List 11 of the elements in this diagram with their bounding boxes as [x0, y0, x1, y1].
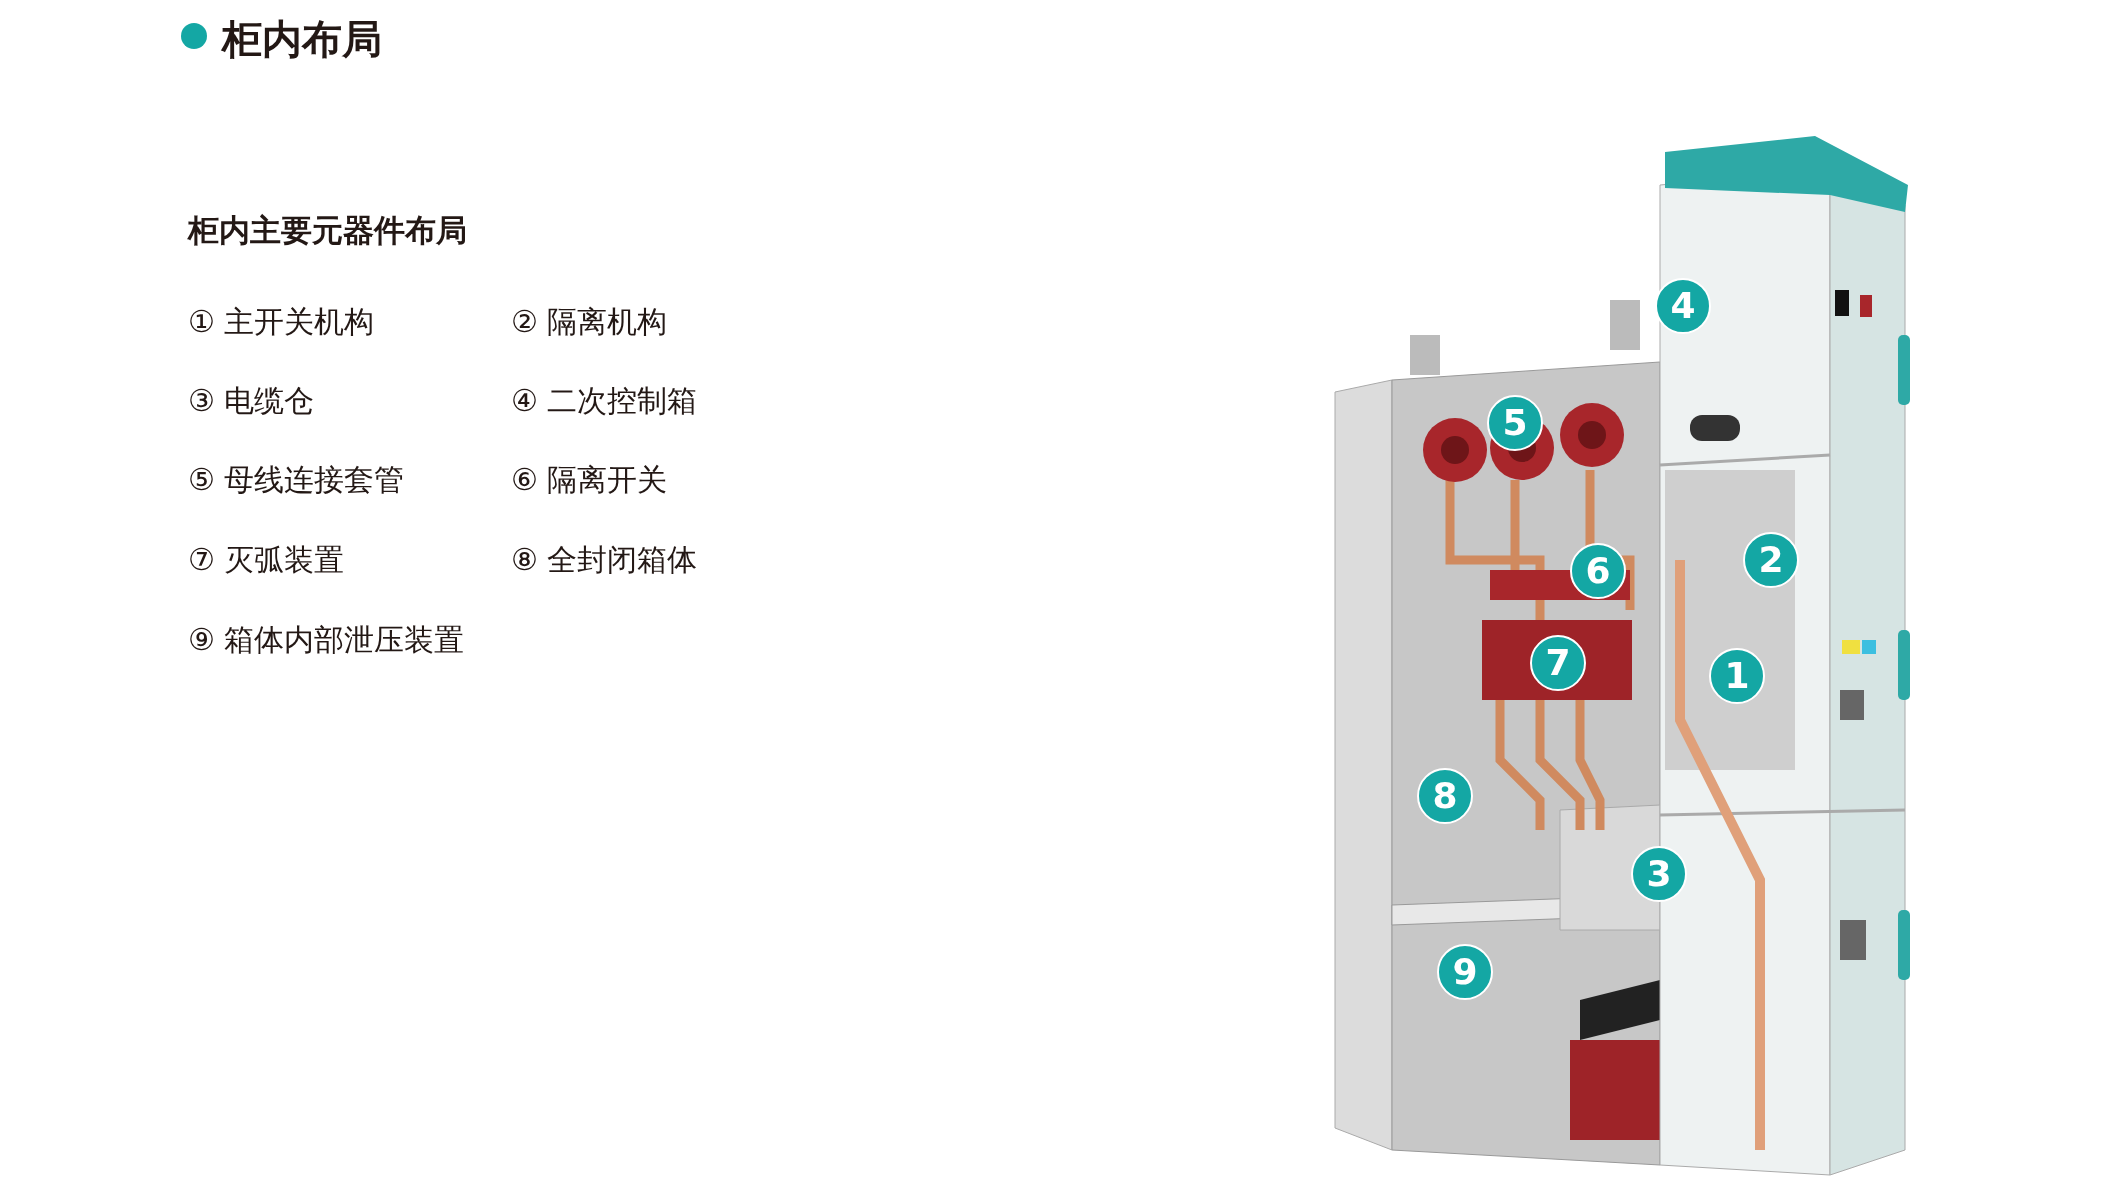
list-item: ⑨ 箱体内部泄压装置 [188, 621, 465, 659]
list-item: ④ 二次控制箱 [511, 382, 698, 420]
list-item: ② 隔离机构 [511, 303, 668, 341]
list-item: ⑥ 隔离开关 [511, 461, 668, 499]
list-item: ⑧ 全封闭箱体 [511, 541, 698, 579]
list-item: ① 主开关机构 [188, 303, 375, 341]
heading: 柜内布局 [222, 15, 382, 64]
list-item: ⑤ 母线连接套管 [188, 461, 405, 499]
list-item: ⑦ 灭弧装置 [188, 541, 345, 579]
list-item: ③ 电缆仓 [188, 382, 315, 420]
subheading: 柜内主要元器件布局 [188, 211, 467, 250]
